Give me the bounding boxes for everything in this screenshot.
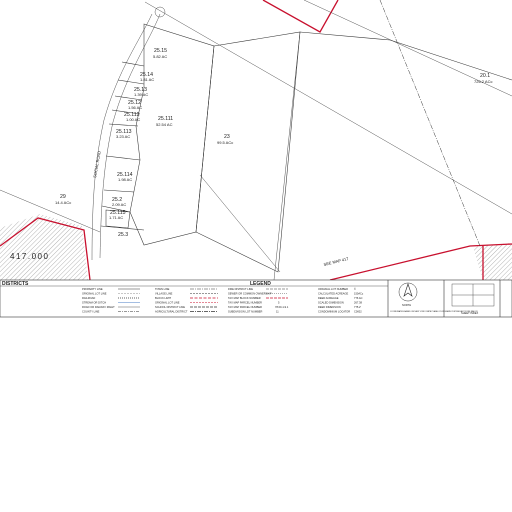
diagonal-property-line-upper xyxy=(303,0,512,97)
legend-item: TAX MAP BLOCK NUMBER xyxy=(228,296,261,300)
legend-item: TAX MAP PARCEL NUMBER xyxy=(228,301,262,305)
parcel-25-115-outline xyxy=(105,209,131,229)
legend-item: TAX MAP PARCEL NUMBER xyxy=(228,305,262,309)
parcel-boundary-line xyxy=(199,174,281,273)
parcel-area: 5.82 AC xyxy=(153,54,167,59)
legend-item: SEWER OR COMMON OWNERSHIP xyxy=(228,292,272,296)
legend-sample: 150ACc xyxy=(354,292,364,296)
legend-item: BLOCK LIMIT xyxy=(155,296,172,300)
road-east-edge xyxy=(99,13,161,259)
legend-item: TOWN LINE xyxy=(155,287,170,291)
legend-item: SUBDIVISION LOT NUMBER xyxy=(228,310,263,314)
lot-line-25-2 xyxy=(103,189,135,193)
parcel-area: 2.09 AC xyxy=(112,202,126,207)
parcel-label: 25.12 xyxy=(128,100,141,106)
legend-sample: 267.38 xyxy=(354,301,362,305)
sheet-index-grid xyxy=(451,283,495,307)
parcel-label: 25.112 xyxy=(124,112,140,118)
map-boundary-left xyxy=(0,217,91,281)
legend-item: PROPERTY LINE xyxy=(82,287,103,291)
legend-item: COUNTY LINE xyxy=(82,310,100,314)
lot-line-25-13 xyxy=(117,79,145,85)
north-arrow-icon xyxy=(398,282,418,302)
legend-item: SCHOOL DISTRICT LINE xyxy=(155,305,185,309)
parcel-area: 52.54 AC xyxy=(156,122,173,127)
legend-title: LEGEND xyxy=(250,281,271,287)
parcel-area: 1.56 AC xyxy=(128,105,142,110)
legend-item: FIRE DISTRICT LINE xyxy=(228,287,253,291)
legend-sample: 5 xyxy=(278,301,280,305)
legend-sample: 11 xyxy=(276,310,279,314)
parcel-29-north-line xyxy=(0,189,101,233)
legend-item: CONDOMINIUM LOCATOR xyxy=(318,310,350,314)
parcel-label: 25.14 xyxy=(140,72,153,78)
road-west-edge xyxy=(91,13,153,261)
legend-block: DISTRICTS LEGEND PROPERTY LINE ORIGINAL … xyxy=(0,279,512,318)
lot-line-25-114 xyxy=(105,155,141,161)
parcel-label: 25.114 xyxy=(117,172,133,178)
legend-item: DEED DIMENSION xyxy=(318,305,341,309)
legend-item: AGRICULTURAL DISTRICT xyxy=(155,310,188,314)
easement-dashed-line xyxy=(379,0,481,247)
legend-item: DEED ACREAGE xyxy=(318,296,339,300)
parcel-area: 726.2 ACc xyxy=(474,79,492,84)
north-label: NORTH xyxy=(402,303,411,307)
parcel-label: 25.15 xyxy=(154,48,167,54)
lot-line-25-14 xyxy=(121,61,145,67)
districts-title: DISTRICTS xyxy=(2,281,29,287)
see-map-label: SEE MAP 417 xyxy=(323,256,350,267)
parcel-label: 25.113 xyxy=(116,129,132,135)
parcel-label: 29 xyxy=(60,194,66,200)
parcel-23-east-line xyxy=(273,31,301,281)
parcel-area: 1.98 AC xyxy=(118,177,132,182)
sheet-index-label: SHEET INDEX xyxy=(461,311,479,315)
parcel-area: 3.23 AC xyxy=(116,134,130,139)
legend-sample: 775.2' xyxy=(354,305,361,309)
legend-item: ORIGINAL LOT LINE xyxy=(82,292,107,296)
hatched-area-right xyxy=(473,243,512,280)
parcel-label: 25.115 xyxy=(110,210,126,216)
hatched-area-left xyxy=(0,214,88,280)
parcel-area: 1.71 AC xyxy=(109,215,123,220)
map-boundary-top xyxy=(262,0,339,33)
parcel-label: 25.111 xyxy=(158,116,173,122)
parcel-area: 1.81 AC xyxy=(140,77,154,82)
map-number: 417.000 xyxy=(10,252,49,261)
legend-item: ORIGINAL LOT LINE xyxy=(155,301,180,305)
legend-item: SCALED DIMENSION xyxy=(318,301,344,305)
parcel-label: 25.2 xyxy=(112,197,122,203)
legend-sample: 776 AC xyxy=(354,296,363,300)
parcel-label: 20.1 xyxy=(480,73,490,79)
parcel-label: 23 xyxy=(224,134,230,140)
lot-line-25-12 xyxy=(114,95,143,101)
legend-item: ROAD OR RAILWAY RIGHT xyxy=(82,305,115,309)
legend-item: VILLAGE LINE xyxy=(155,292,173,296)
legend-item: CALCULATED ACREAGE xyxy=(318,292,348,296)
parcel-area: 1.39 AC xyxy=(134,92,148,97)
lot-line-25-112 xyxy=(111,109,141,115)
road-label: SOCIAL ROAD xyxy=(92,150,102,178)
parcel-23-outline xyxy=(195,31,301,273)
road-cul-de-sac xyxy=(154,6,166,18)
parcel-25-111-outline xyxy=(129,23,215,246)
parcel-area: 99.5 ACc xyxy=(217,140,233,145)
lot-line-25-115 xyxy=(101,205,131,213)
legend-sample: © xyxy=(354,287,356,291)
lot-line-25-3 xyxy=(100,225,145,231)
coordinate-note: COORDINATES BASED ON NEW YORK STATE PLAN… xyxy=(390,310,478,313)
legend-sample: C0002 xyxy=(354,310,362,314)
diagonal-property-line xyxy=(144,1,512,215)
parcel-area: 14.4 ACc xyxy=(55,200,71,205)
lot-line-25-113 xyxy=(108,123,139,127)
legend-item: ORIGINAL LOT NUMBER xyxy=(318,287,348,291)
legend-sample: 78.00-1-9.1 xyxy=(275,305,289,309)
parcel-area: 1.00 AC xyxy=(126,117,140,122)
parcel-label: 25.3 xyxy=(118,232,128,238)
parcel-20-1-outline xyxy=(299,31,512,81)
parcel-label: 25.13 xyxy=(134,87,147,93)
legend-item: RAILROAD xyxy=(82,296,95,300)
legend-item: STREAM OR DITCH xyxy=(82,301,106,305)
map-boundary-bottom xyxy=(329,243,512,281)
